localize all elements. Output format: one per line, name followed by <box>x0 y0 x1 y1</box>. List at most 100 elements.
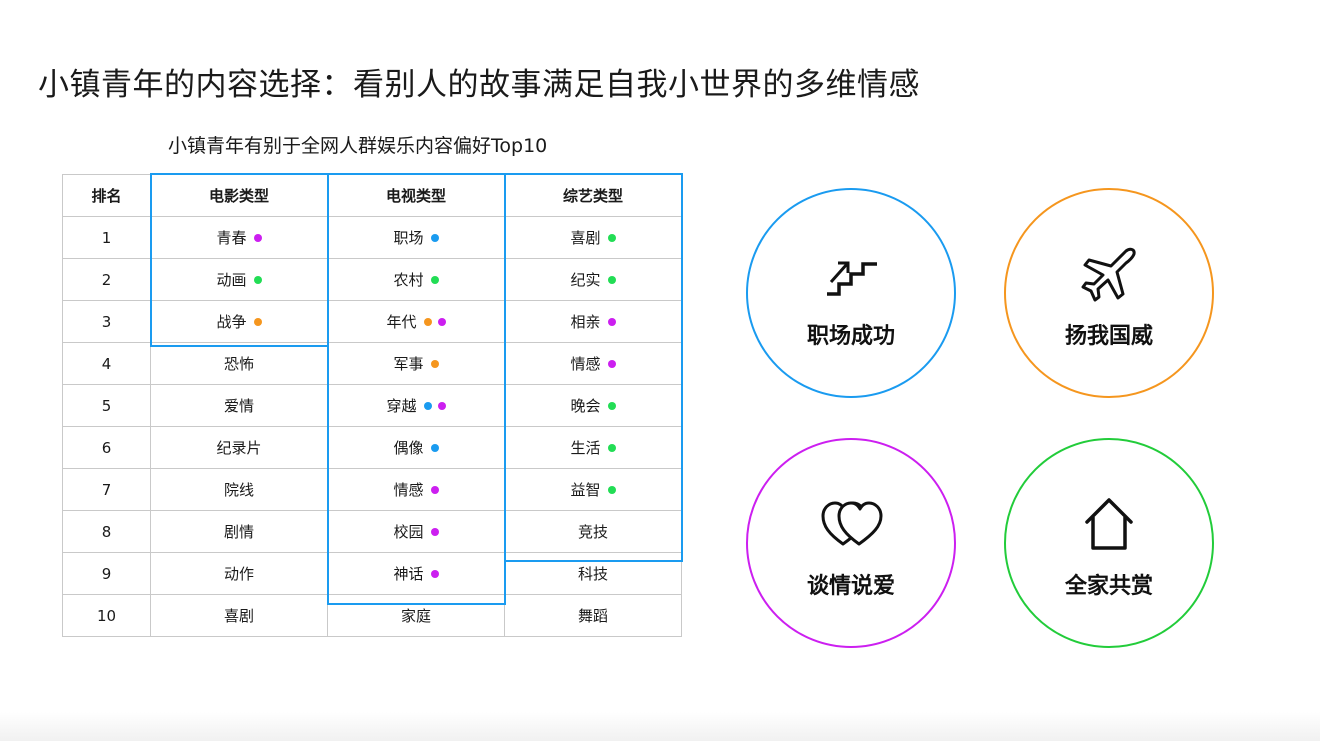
table-row: 10 喜剧 家庭 舞蹈 <box>62 594 682 637</box>
movie-cell: 动画 <box>150 258 328 301</box>
purple-dot-marker <box>430 569 439 578</box>
rank-cell: 5 <box>62 384 151 427</box>
tv-type-label: 家庭 <box>400 607 431 625</box>
movie-cell: 剧情 <box>150 510 328 553</box>
table-caption: 小镇青年有别于全网人群娱乐内容偏好Top10 <box>168 135 548 157</box>
header-rank: 排名 <box>62 174 151 217</box>
movie-cell: 爱情 <box>150 384 328 427</box>
variety-cell-content: 竞技 <box>578 521 608 542</box>
variety-cell-content: 情感 <box>570 353 616 374</box>
variety-cell-content: 喜剧 <box>570 227 616 248</box>
variety-cell-content: 舞蹈 <box>578 605 608 626</box>
tv-cell-content: 年代 <box>386 311 446 332</box>
orange-dot-marker <box>430 359 439 368</box>
double-heart-icon <box>821 501 883 546</box>
table-row: 6 纪录片 偶像 生活 <box>62 426 682 469</box>
variety-type-label: 科技 <box>577 565 608 583</box>
movie-type-label: 恐怖 <box>223 355 254 373</box>
tv-cell: 校园 <box>327 510 505 553</box>
tv-cell-content: 军事 <box>393 353 439 374</box>
tv-cell-content: 神话 <box>393 563 439 584</box>
circle-label: 谈情说爱 <box>806 574 895 599</box>
rank-cell: 6 <box>62 426 151 469</box>
rank-cell: 8 <box>62 510 151 553</box>
variety-type-label: 相亲 <box>570 313 601 331</box>
tv-type-label: 情感 <box>393 481 424 499</box>
variety-cell: 科技 <box>504 552 682 595</box>
purple-dot-marker <box>253 233 262 242</box>
rank-cell: 3 <box>62 300 151 343</box>
tv-cell: 农村 <box>327 258 505 301</box>
blue-dot-marker <box>430 443 439 452</box>
movie-type-label: 喜剧 <box>223 607 254 625</box>
blue-dot-marker <box>430 233 439 242</box>
variety-cell-content: 晚会 <box>570 395 616 416</box>
tv-type-label: 神话 <box>393 565 424 583</box>
tv-cell: 偶像 <box>327 426 505 469</box>
green-dot-marker <box>607 443 616 452</box>
purple-dot-marker <box>430 485 439 494</box>
rank-cell: 7 <box>62 468 151 511</box>
variety-type-label: 舞蹈 <box>577 607 608 625</box>
movie-cell-content: 爱情 <box>224 395 254 416</box>
green-dot-marker <box>607 485 616 494</box>
tv-type-label: 年代 <box>386 313 417 331</box>
tv-type-label: 偶像 <box>393 439 424 457</box>
rank-cell: 9 <box>62 552 151 595</box>
green-dot-marker <box>430 275 439 284</box>
variety-cell: 舞蹈 <box>504 594 682 637</box>
variety-type-label: 情感 <box>570 355 601 373</box>
purple-dot-marker <box>437 401 446 410</box>
movie-cell: 青春 <box>150 216 328 259</box>
movie-cell-content: 战争 <box>216 311 262 332</box>
tv-type-label: 农村 <box>393 271 424 289</box>
movie-cell-content: 动作 <box>224 563 254 584</box>
movie-cell: 院线 <box>150 468 328 511</box>
orange-dot-marker <box>423 317 432 326</box>
tv-cell-content: 校园 <box>393 521 439 542</box>
rank-cell: 2 <box>62 258 151 301</box>
tv-cell-content: 情感 <box>393 479 439 500</box>
movie-type-label: 剧情 <box>223 523 254 541</box>
movie-type-label: 战争 <box>216 313 247 331</box>
movie-type-label: 动作 <box>223 565 254 583</box>
movie-type-label: 纪录片 <box>216 439 262 457</box>
rank-cell: 10 <box>62 594 151 637</box>
tv-cell: 年代 <box>327 300 505 343</box>
variety-type-label: 益智 <box>570 481 601 499</box>
movie-cell: 恐怖 <box>150 342 328 385</box>
variety-cell: 晚会 <box>504 384 682 427</box>
variety-cell: 情感 <box>504 342 682 385</box>
rank-cell: 4 <box>62 342 151 385</box>
tv-cell-content: 偶像 <box>393 437 439 458</box>
tv-cell: 神话 <box>327 552 505 595</box>
tv-cell-content: 家庭 <box>401 605 431 626</box>
variety-cell: 益智 <box>504 468 682 511</box>
variety-type-label: 竞技 <box>577 523 608 541</box>
table-row: 4 恐怖 军事 情感 <box>62 342 682 385</box>
tv-cell-content: 职场 <box>393 227 439 248</box>
tv-cell-content: 农村 <box>393 269 439 290</box>
variety-type-label: 喜剧 <box>570 229 601 247</box>
movie-cell: 纪录片 <box>150 426 328 469</box>
variety-cell-content: 生活 <box>570 437 616 458</box>
variety-cell-content: 相亲 <box>570 311 616 332</box>
movie-cell: 动作 <box>150 552 328 595</box>
purple-dot-marker <box>437 317 446 326</box>
blue-dot-marker <box>423 401 432 410</box>
house-icon <box>1085 498 1133 550</box>
variety-cell: 纪实 <box>504 258 682 301</box>
movie-type-label: 院线 <box>223 481 254 499</box>
circle-label: 扬我国威 <box>1064 324 1153 349</box>
green-dot-marker <box>607 275 616 284</box>
tv-cell: 职场 <box>327 216 505 259</box>
circle-national-glory: 扬我国威 <box>1004 188 1214 398</box>
green-dot-marker <box>607 401 616 410</box>
rank-cell: 1 <box>62 216 151 259</box>
header-tv: 电视类型 <box>327 174 505 217</box>
movie-type-label: 爱情 <box>223 397 254 415</box>
movie-cell: 喜剧 <box>150 594 328 637</box>
movie-cell-content: 喜剧 <box>224 605 254 626</box>
orange-dot-marker <box>253 317 262 326</box>
